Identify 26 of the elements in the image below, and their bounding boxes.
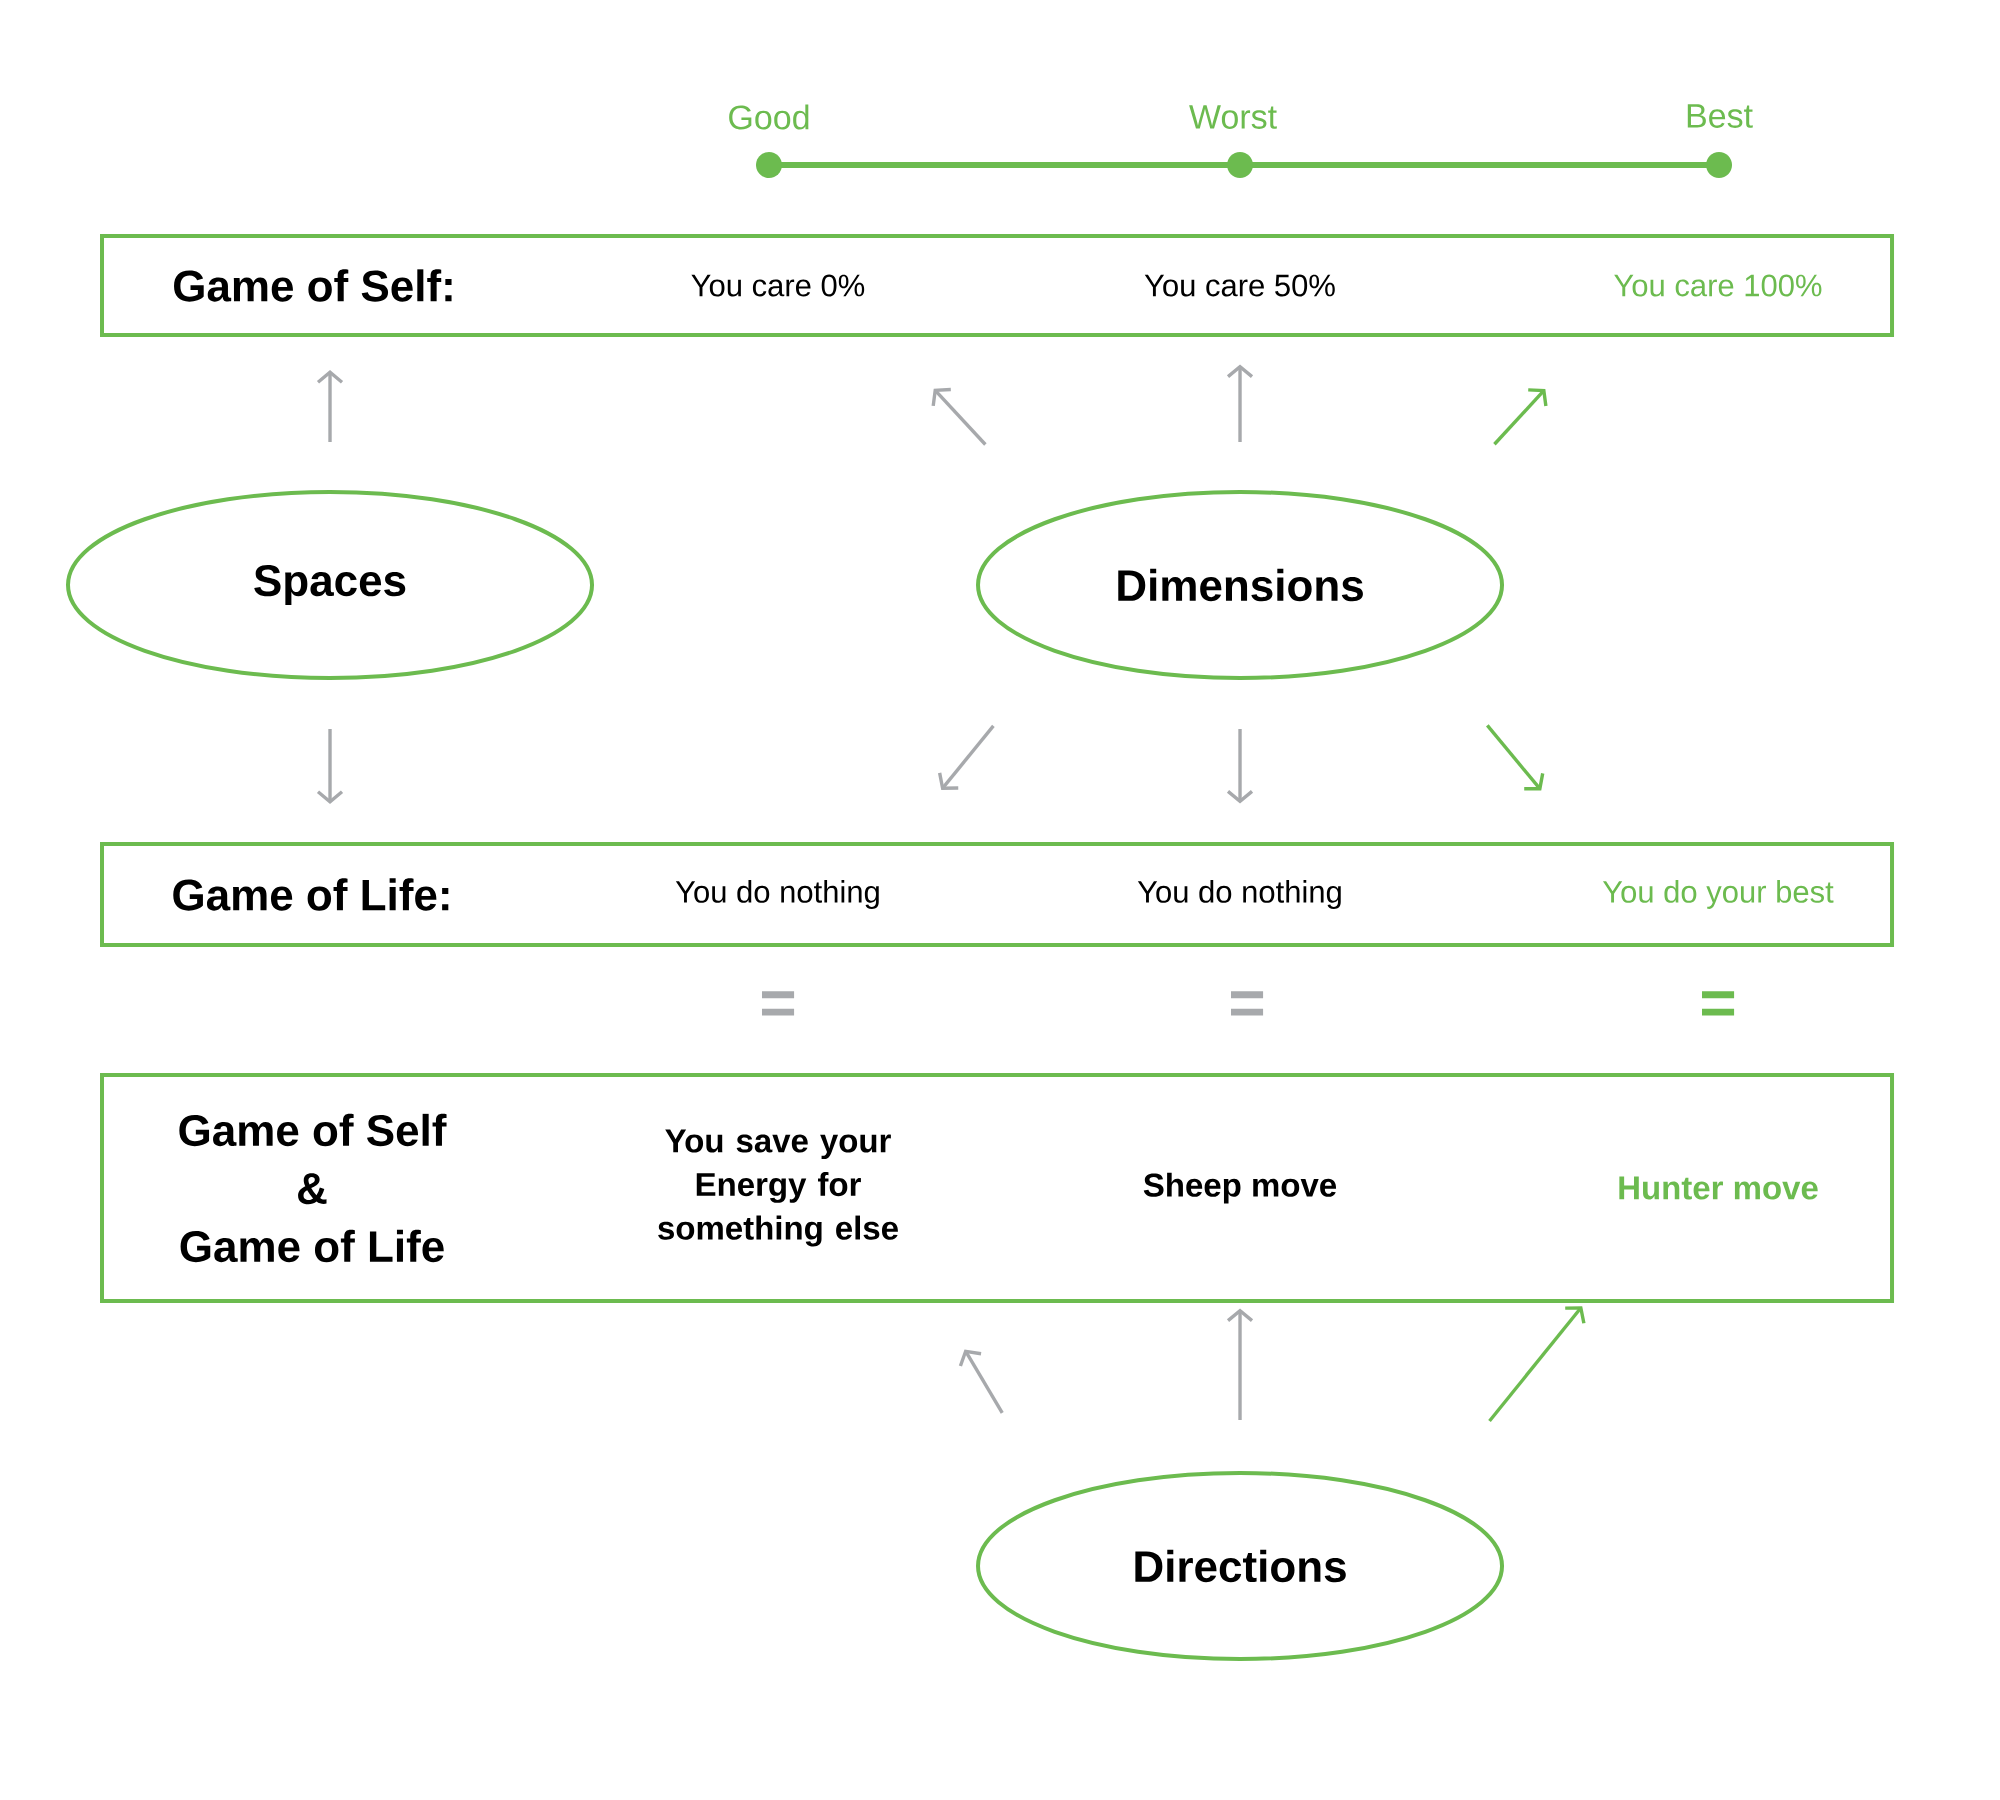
arrow bbox=[931, 387, 987, 446]
arrow bbox=[1488, 1306, 1586, 1423]
row-text: Sheep move bbox=[1143, 1172, 1337, 1204]
row-text: You care 0% bbox=[691, 274, 865, 297]
row-text: You do your best bbox=[1602, 880, 1834, 909]
row-text: You care 100% bbox=[1614, 274, 1822, 297]
row-text: You save your Energy for something else bbox=[658, 1129, 898, 1247]
arrow bbox=[1226, 364, 1254, 442]
scale-label: Good bbox=[729, 104, 809, 130]
arrow bbox=[1226, 729, 1254, 804]
row-text: You care 50% bbox=[1144, 274, 1335, 297]
arrow bbox=[316, 729, 344, 804]
scale-label: Worst bbox=[1189, 105, 1277, 129]
equals-sign: = bbox=[1231, 991, 1264, 1016]
arrow bbox=[958, 1349, 1004, 1414]
arrow bbox=[937, 724, 995, 790]
arrow bbox=[1486, 724, 1545, 791]
equals-sign: = bbox=[762, 991, 795, 1016]
arrow bbox=[1226, 1308, 1254, 1420]
equals-sign: = bbox=[1702, 991, 1735, 1016]
arrow bbox=[1493, 388, 1548, 446]
row-text: Hunter move bbox=[1619, 1176, 1818, 1200]
scale-label: Best bbox=[1687, 104, 1753, 128]
arrow bbox=[316, 370, 344, 442]
row-text: You do nothing bbox=[1137, 880, 1341, 909]
row-text: You do nothing bbox=[675, 880, 879, 909]
